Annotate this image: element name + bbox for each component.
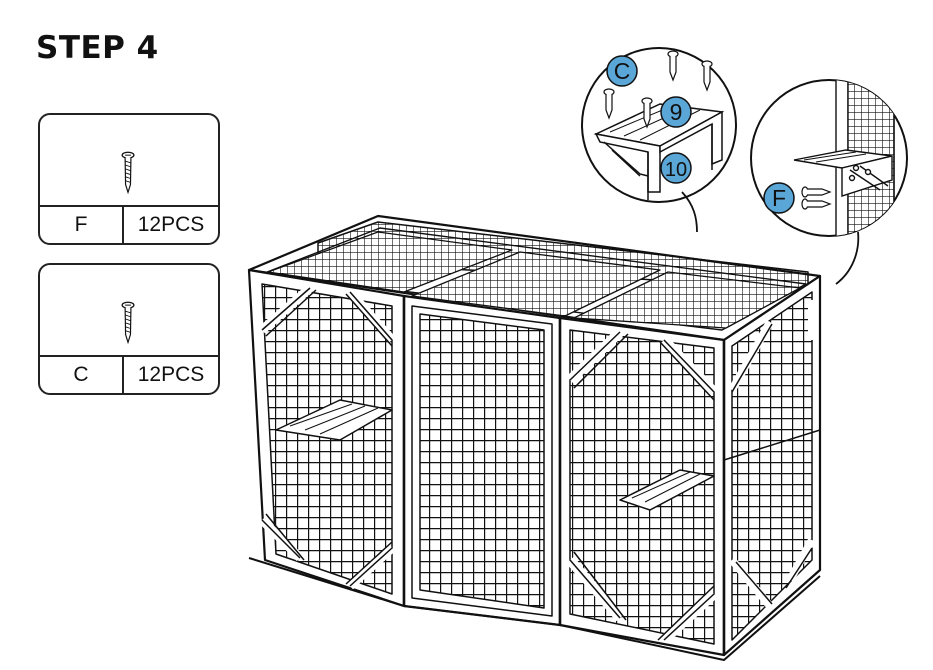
screw-letter-badge xyxy=(606,55,638,87)
screw-icon xyxy=(603,50,713,129)
part-letter: F xyxy=(40,207,124,243)
part-card-f: F 12PCS xyxy=(38,113,220,245)
part-number-badge xyxy=(660,96,692,128)
screw-icon xyxy=(801,186,832,210)
part-number-badge xyxy=(660,152,692,184)
detail-callout-right: F xyxy=(750,79,908,237)
leader-line xyxy=(835,231,860,285)
screw-letter-label: C xyxy=(614,58,631,84)
screw-letter-badge xyxy=(763,182,795,214)
part-quantity: 12PCS xyxy=(137,213,205,236)
screw-letter-label: F xyxy=(772,185,786,211)
screw-icon xyxy=(121,151,135,195)
leader-line xyxy=(681,191,698,233)
detail-callout-left: C 9 10 xyxy=(581,47,737,203)
part-card-c: C 12PCS xyxy=(38,263,220,395)
part-quantity: 12PCS xyxy=(137,363,205,386)
part-letter: C xyxy=(40,357,124,393)
screw-icon xyxy=(121,301,135,345)
part-number-label: 10 xyxy=(665,159,687,181)
cage xyxy=(247,214,822,661)
part-number-label: 9 xyxy=(670,99,683,125)
step-title: STEP 4 xyxy=(36,30,159,66)
